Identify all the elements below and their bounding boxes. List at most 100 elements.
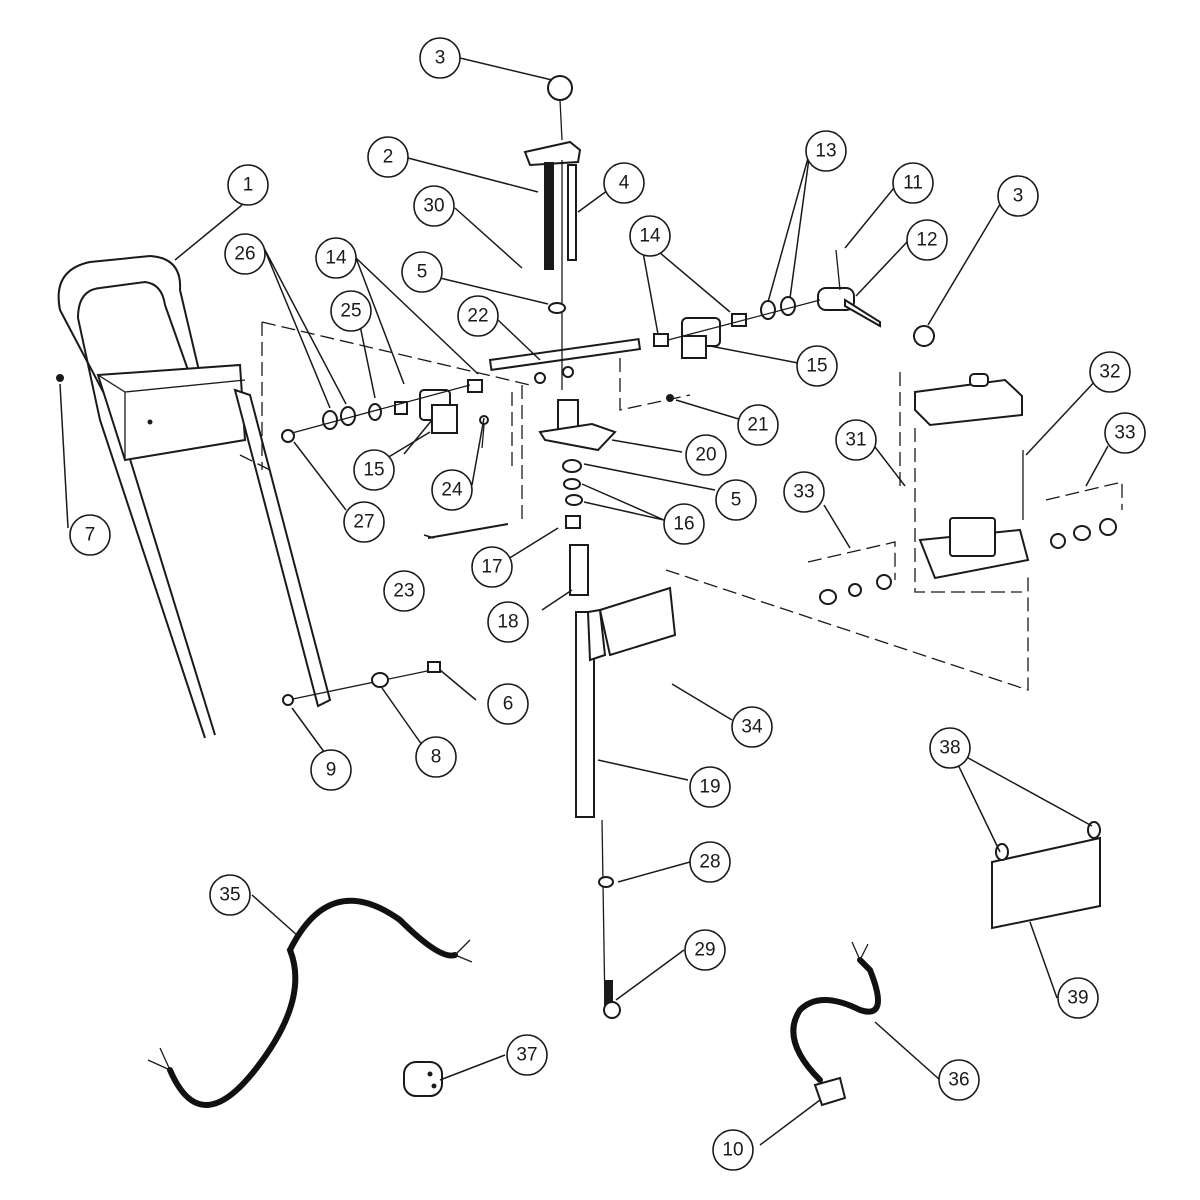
- callout-9: 9: [310, 749, 352, 791]
- switch-box: [807, 372, 1123, 605]
- callout-35-label: 35: [219, 885, 240, 906]
- screw-21: [666, 394, 674, 402]
- callout-25-label: 25: [340, 301, 361, 322]
- callout-18-label: 18: [497, 612, 518, 633]
- callout-33a-label: 33: [793, 482, 814, 503]
- callout-38-label: 38: [939, 738, 960, 759]
- callout-4: 4: [603, 162, 645, 204]
- callout-6-label: 6: [503, 694, 514, 715]
- callout-19: 19: [689, 766, 731, 808]
- callout-21: 21: [737, 404, 779, 446]
- leader-lines: [59, 57, 1109, 1146]
- callout-33b-label: 33: [1114, 423, 1135, 444]
- callout-22: 22: [457, 295, 499, 337]
- callout-15a: 15: [353, 449, 395, 491]
- callout-11-label: 11: [903, 173, 923, 194]
- callout-20-label: 20: [695, 445, 716, 466]
- callout-17: 17: [471, 546, 513, 588]
- callout-31: 31: [835, 419, 877, 461]
- pin-part: [427, 523, 509, 539]
- left-axis-line: [291, 384, 471, 434]
- callout-18: 18: [487, 601, 529, 643]
- callout-14b: 14: [629, 215, 671, 257]
- power-cord-35: [167, 897, 458, 1108]
- callout-37: 37: [506, 1034, 548, 1076]
- callout-1: 1: [227, 164, 269, 206]
- callout-31-label: 31: [845, 430, 866, 451]
- callout-20: 20: [685, 434, 727, 476]
- callout-30-label: 30: [423, 196, 444, 217]
- callout-29-label: 29: [694, 940, 715, 961]
- callout-10-label: 10: [722, 1140, 743, 1161]
- callout-38: 38: [929, 727, 971, 769]
- callout-5a: 5: [401, 251, 443, 293]
- callout-25: 25: [330, 290, 372, 332]
- callout-27: 27: [343, 501, 385, 543]
- callout-12-label: 12: [916, 230, 937, 251]
- power-cord-36: [790, 957, 881, 1083]
- callout-13-label: 13: [815, 141, 836, 162]
- callout-16-label: 16: [673, 514, 694, 535]
- callout-33b: 33: [1104, 412, 1146, 454]
- callout-16: 16: [663, 503, 705, 545]
- hardware-6-8-9: [282, 661, 441, 706]
- callout-5b: 5: [715, 479, 757, 521]
- dashed-group-outline-left: [239, 321, 531, 471]
- callout-32-label: 32: [1099, 362, 1120, 383]
- callout-1-label: 1: [243, 175, 254, 196]
- callout-39-label: 39: [1067, 988, 1088, 1009]
- callout-34: 34: [731, 706, 773, 748]
- callout-15b-label: 15: [806, 356, 827, 377]
- callout-28-label: 28: [699, 852, 720, 873]
- vertical-assembly-lower: [538, 399, 677, 1019]
- callout-10: 10: [712, 1129, 754, 1171]
- plug-10: [813, 1076, 847, 1107]
- callout-14b-label: 14: [639, 226, 661, 247]
- callout-23-label: 23: [393, 581, 414, 602]
- callout-5b-label: 5: [731, 490, 742, 511]
- callout-14a: 14: [315, 237, 357, 279]
- callout-13: 13: [805, 130, 847, 172]
- callout-21-label: 21: [747, 415, 768, 436]
- callout-26: 26: [224, 233, 266, 275]
- cross-shaft: [488, 337, 642, 384]
- cord-35-wire-ends: [147, 939, 473, 1071]
- callout-24-label: 24: [441, 480, 463, 501]
- left-washer-stack: [281, 379, 489, 443]
- callout-3b-label: 3: [1013, 186, 1024, 207]
- callout-22-label: 22: [467, 306, 488, 327]
- handle-frame: [56, 254, 332, 739]
- callout-3a-label: 3: [435, 48, 446, 69]
- dashed-guide-21: [619, 358, 691, 411]
- callout-24: 24: [431, 469, 473, 511]
- callout-2-label: 2: [383, 147, 394, 168]
- screw-part: [481, 424, 485, 449]
- callout-11: 11: [892, 162, 934, 204]
- callout-4-label: 4: [619, 173, 630, 194]
- callout-35: 35: [209, 874, 251, 916]
- right-axis-line: [667, 299, 821, 341]
- dashed-guide-switch: [665, 569, 1029, 691]
- callout-28: 28: [689, 841, 731, 883]
- callout-26-label: 26: [234, 244, 255, 265]
- callout-15a-label: 15: [363, 460, 384, 481]
- callout-36: 36: [938, 1059, 980, 1101]
- callout-29: 29: [684, 929, 726, 971]
- connector-37: [403, 1061, 443, 1097]
- callout-9-label: 9: [326, 760, 337, 781]
- cord-36-wire-ends: [851, 941, 869, 961]
- callout-15b: 15: [796, 345, 838, 387]
- callout-6: 6: [487, 683, 529, 725]
- callout-2: 2: [367, 136, 409, 178]
- callout-37-label: 37: [516, 1045, 537, 1066]
- callout-32: 32: [1089, 351, 1131, 393]
- callout-12: 12: [906, 219, 948, 261]
- callout-8-label: 8: [431, 747, 442, 768]
- callout-23: 23: [383, 570, 425, 612]
- callout-34-label: 34: [741, 717, 763, 738]
- callout-7: 7: [69, 514, 111, 556]
- callout-5a-label: 5: [417, 262, 428, 283]
- callout-14a-label: 14: [325, 248, 347, 269]
- callout-8: 8: [415, 736, 457, 778]
